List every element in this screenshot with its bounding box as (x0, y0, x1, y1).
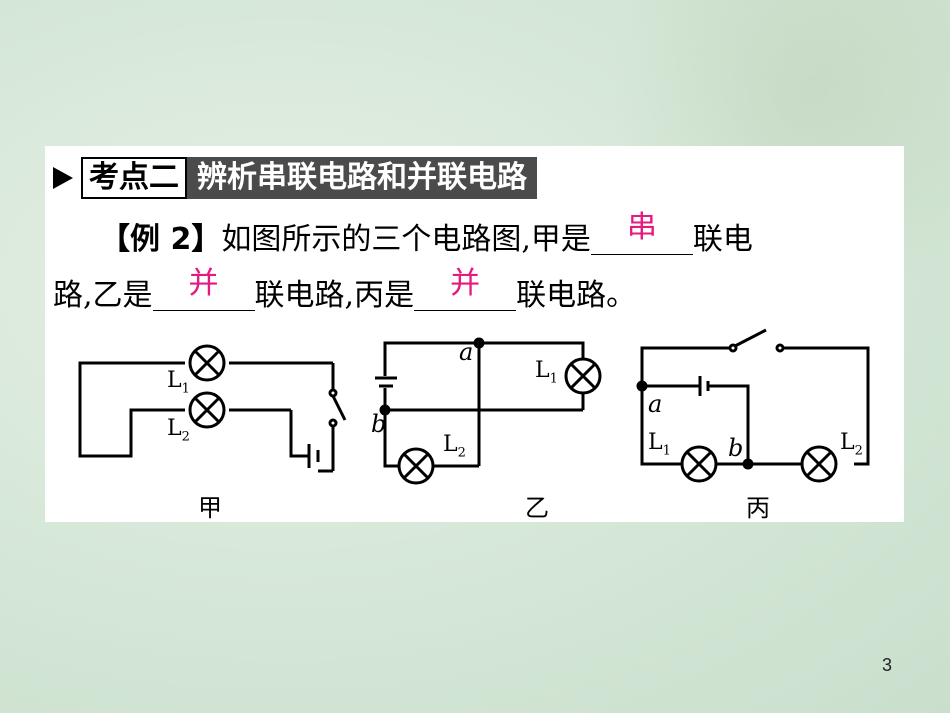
node-a-label: a (459, 338, 474, 366)
lamp-l2-label: L2 (443, 432, 466, 461)
lamp-l2-label: L2 (167, 416, 190, 445)
question-text-1: 如图所示的三个电路图,甲是 (221, 222, 591, 257)
triangle-arrow-icon (53, 167, 73, 189)
circuit-yi: a b L1 L2 乙 (371, 337, 615, 522)
section-label: 考点二 (81, 157, 187, 199)
answer-blank-2: 并 (152, 266, 255, 311)
question-text-5: 联电路。 (516, 278, 637, 313)
circuit-jia: L1 L2 甲 (75, 338, 365, 522)
lamp-l1-label: L1 (167, 368, 190, 397)
caption-yi: 乙 (525, 494, 549, 522)
node-b-label: b (728, 434, 744, 462)
node-b-label: b (371, 410, 387, 438)
caption-bing: 丙 (746, 494, 770, 522)
example-label: 【例 2】 (100, 222, 222, 257)
lamp-l2-label: L2 (840, 430, 863, 459)
question-text-3: 路,乙是 (53, 278, 153, 313)
question-line-2: 路,乙是并联电路,丙是并联电路。 (53, 266, 637, 316)
answer-3: 并 (450, 266, 481, 301)
lamp-l1-label: L1 (535, 358, 558, 387)
question-line-1: 【例 2】如图所示的三个电路图,甲是串联电 (100, 210, 753, 260)
page-number: 3 (882, 655, 893, 675)
circuit-bing: a b L1 L2 丙 (636, 328, 880, 522)
content-card: 考点二 辨析串联电路和并联电路 【例 2】如图所示的三个电路图,甲是串联电 路,… (45, 146, 904, 522)
section-title: 辨析串联电路和并联电路 (187, 157, 537, 199)
lamp-l1-label: L1 (648, 430, 671, 459)
answer-1: 串 (626, 210, 657, 245)
question-text-4: 联电路,丙是 (254, 278, 415, 313)
answer-blank-3: 并 (414, 266, 517, 311)
answer-blank-1: 串 (590, 210, 693, 255)
answer-2: 并 (188, 266, 219, 301)
caption-jia: 甲 (198, 494, 222, 522)
section-heading: 考点二 辨析串联电路和并联电路 (53, 156, 537, 200)
question-text-2: 联电 (692, 222, 753, 257)
node-a-label: a (648, 390, 663, 418)
